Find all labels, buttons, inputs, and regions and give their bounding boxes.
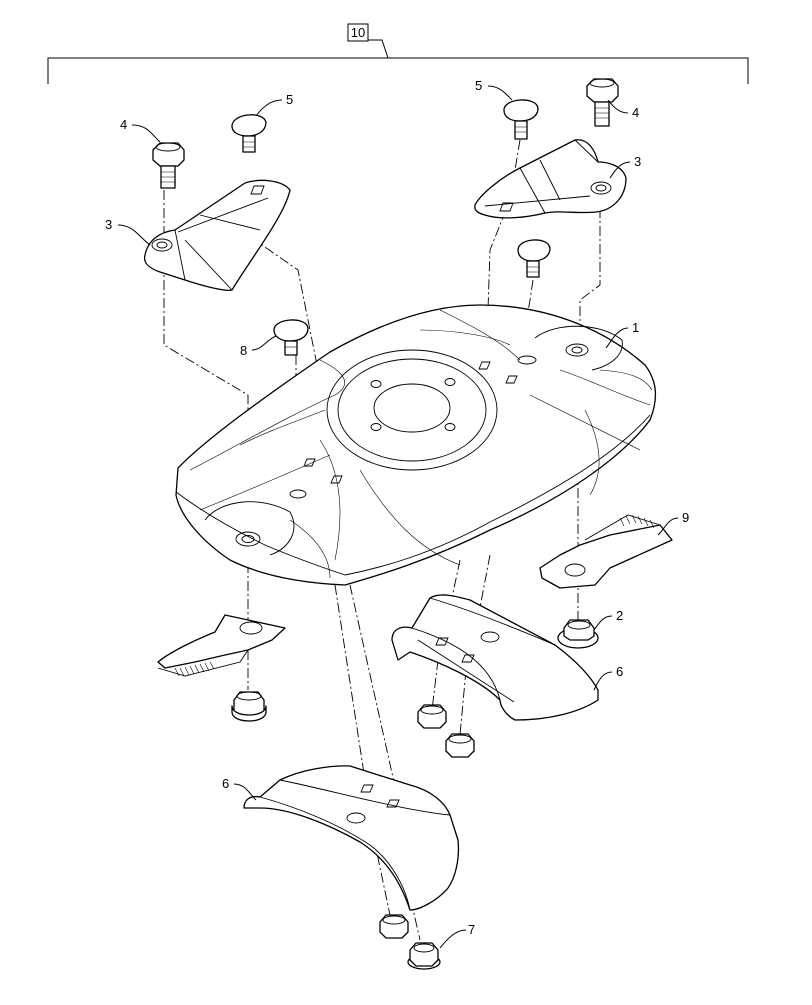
callout-4-left[interactable]: 4 <box>120 117 127 132</box>
callout-6-left[interactable]: 6 <box>222 776 229 791</box>
carriage-bolt-left[interactable] <box>231 114 267 153</box>
flange-nut-2[interactable] <box>557 619 599 649</box>
callout-6-right[interactable]: 6 <box>616 664 623 679</box>
skid-plate-right[interactable] <box>391 594 599 721</box>
cutter-disc[interactable] <box>175 304 657 586</box>
knife-holder-left[interactable] <box>143 179 291 291</box>
hex-bolt-right[interactable] <box>586 78 619 127</box>
callout-3-right[interactable]: 3 <box>634 154 641 169</box>
callout-4-right[interactable]: 4 <box>632 105 639 120</box>
callout-9[interactable]: 9 <box>682 510 689 525</box>
callout-leaders <box>117 85 679 949</box>
blade-left[interactable] <box>157 614 286 677</box>
hex-bolt-left[interactable] <box>152 142 185 189</box>
carriage-bolt-right[interactable] <box>503 99 539 140</box>
callout-5-right[interactable]: 5 <box>475 78 482 93</box>
lock-nut-left[interactable] <box>231 691 267 722</box>
callout-8[interactable]: 8 <box>240 343 247 358</box>
blade-right-9[interactable] <box>539 514 673 589</box>
assembly-bracket: 10 <box>47 23 749 84</box>
assembly-callout-box[interactable] <box>347 23 369 42</box>
carriage-bolt-center[interactable] <box>517 239 551 278</box>
skid-plate-left[interactable] <box>243 765 460 911</box>
flange-nut-7[interactable] <box>407 942 441 970</box>
callout-7[interactable]: 7 <box>468 922 475 937</box>
assembly-callout-label: 10 <box>351 25 365 40</box>
knife-holder-right[interactable] <box>474 139 627 219</box>
callout-5-left[interactable]: 5 <box>286 92 293 107</box>
lock-nut-mid-2[interactable] <box>445 733 475 758</box>
callout-labels: 4 5 3 5 4 3 1 8 9 2 6 6 7 <box>105 78 689 937</box>
carriage-bolt-8[interactable] <box>273 319 309 356</box>
lock-nut-lower[interactable] <box>379 914 409 939</box>
lock-nut-mid-1[interactable] <box>417 704 447 729</box>
callout-2[interactable]: 2 <box>616 608 623 623</box>
callout-3-left[interactable]: 3 <box>105 217 112 232</box>
callout-1[interactable]: 1 <box>632 320 639 335</box>
